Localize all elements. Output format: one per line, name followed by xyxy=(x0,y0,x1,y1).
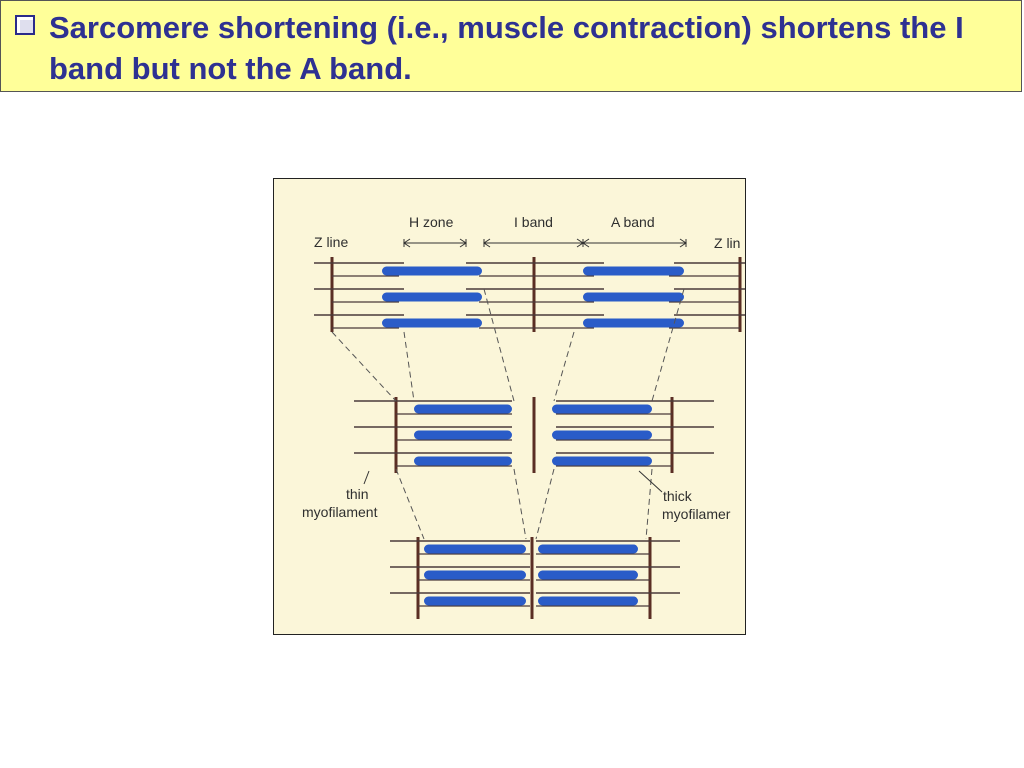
sarcomere-diagram-svg: Z line H zone I band A band Z lin xyxy=(302,214,745,619)
thick-filament xyxy=(552,456,652,466)
thick-filament xyxy=(538,570,638,580)
slide-heading: Sarcomere shortening (i.e., muscle contr… xyxy=(49,10,964,86)
sarcomere-fully-contracted xyxy=(390,537,680,619)
thick-filament xyxy=(538,596,638,606)
thin-label-line2: myofilament xyxy=(302,504,378,520)
connector-lines xyxy=(331,288,685,540)
thick-filament xyxy=(382,318,482,328)
thick-filament xyxy=(414,456,512,466)
sarcomere-partially-contracted xyxy=(354,397,714,473)
sarcomere-relaxed xyxy=(314,257,745,332)
thick-filament xyxy=(583,292,684,302)
thick-filament xyxy=(414,404,512,414)
checkbox-bullet-icon xyxy=(15,15,35,35)
a-band-label: A band xyxy=(611,214,655,230)
thick-label-line2: myofilamer xyxy=(662,506,731,522)
sarcomere-diagram: Z line H zone I band A band Z lin xyxy=(273,178,746,635)
thick-filament xyxy=(552,430,652,440)
slide-title-bar: Sarcomere shortening (i.e., muscle contr… xyxy=(0,0,1022,92)
thick-filament xyxy=(424,570,526,580)
thick-filament xyxy=(382,292,482,302)
h-zone-label: H zone xyxy=(409,214,454,230)
thick-filament xyxy=(382,266,482,276)
thin-label-line1: thin xyxy=(346,486,369,502)
thick-filament xyxy=(552,404,652,414)
dimension-arrows xyxy=(403,238,687,248)
thick-label-line1: thick xyxy=(663,488,693,504)
thick-filament xyxy=(583,266,684,276)
thick-filament xyxy=(424,544,526,554)
thick-filament xyxy=(538,544,638,554)
thick-filament xyxy=(414,430,512,440)
z-line-left-label: Z line xyxy=(314,234,348,250)
thick-filament xyxy=(583,318,684,328)
label-leaders xyxy=(363,470,663,493)
thick-filament xyxy=(424,596,526,606)
i-band-label: I band xyxy=(514,214,553,230)
z-line-right-label: Z lin xyxy=(714,235,740,251)
